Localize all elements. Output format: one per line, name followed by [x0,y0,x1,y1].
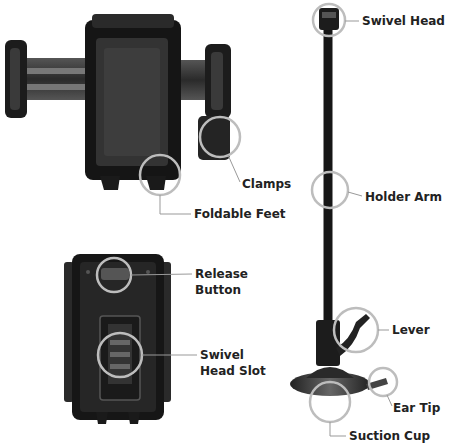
rubber-pad-inner [104,48,160,156]
callout-circle [97,258,131,292]
part-label: Suction Cup [349,428,430,444]
slot-rib [110,364,130,369]
part-label: Clamps [242,176,291,192]
part-label: Foldable Feet [194,206,286,222]
rubber-pad [96,38,168,166]
leader-line [228,155,240,182]
leader-lines [131,21,392,436]
holder-arm [324,28,333,325]
suction-dome [306,367,354,378]
callout-circle [310,382,350,422]
left-clamp-bar [22,58,90,100]
part-label: Swivel Head [362,13,445,29]
foldable-foot [128,412,140,424]
back-panel [80,262,156,412]
leader-line [131,274,192,275]
leader-line [348,192,362,196]
holder-front-view [5,14,231,190]
left-grip-inner [10,48,20,110]
callout-circle [98,333,142,377]
callout-circles [97,4,397,422]
right-grip-inner [211,52,223,110]
screw [86,270,90,274]
swivel-slot-frame [100,316,140,400]
callout-circle [313,4,345,36]
callout-circle [334,308,378,352]
foldable-foot [146,176,166,190]
leader-line [387,395,392,406]
lever-base [316,320,340,366]
holder-top-lip [92,14,174,28]
right-grip-pad [205,44,231,118]
back-body [72,254,164,420]
holder-back-view [64,254,171,424]
screw [146,270,150,274]
foldable-foot [96,412,108,424]
callout-circle [140,155,180,195]
left-grip-pad [5,40,27,118]
callout-circle [312,172,348,208]
slot-rib [110,352,130,357]
swivel-head [319,8,339,30]
part-label: Release Button [195,266,265,298]
leader-line [330,422,346,436]
slot-rib [110,340,130,345]
bar-ridge [22,84,90,90]
release-button [101,268,129,280]
callout-circle [200,117,240,157]
leader-line [345,21,359,22]
leader-line [378,330,389,331]
part-label: Swivel Head Slot [200,347,276,379]
leader-line [160,195,191,214]
swivel-head-detail [322,12,336,18]
bar-ridge [22,68,90,74]
part-label: Ear Tip [393,400,440,416]
foldable-foot [100,176,120,190]
clamp-piece [198,116,230,160]
callout-circle [369,368,397,396]
part-label: Holder Arm [365,189,442,205]
part-label: Lever [392,322,430,338]
leader-line [142,355,197,356]
